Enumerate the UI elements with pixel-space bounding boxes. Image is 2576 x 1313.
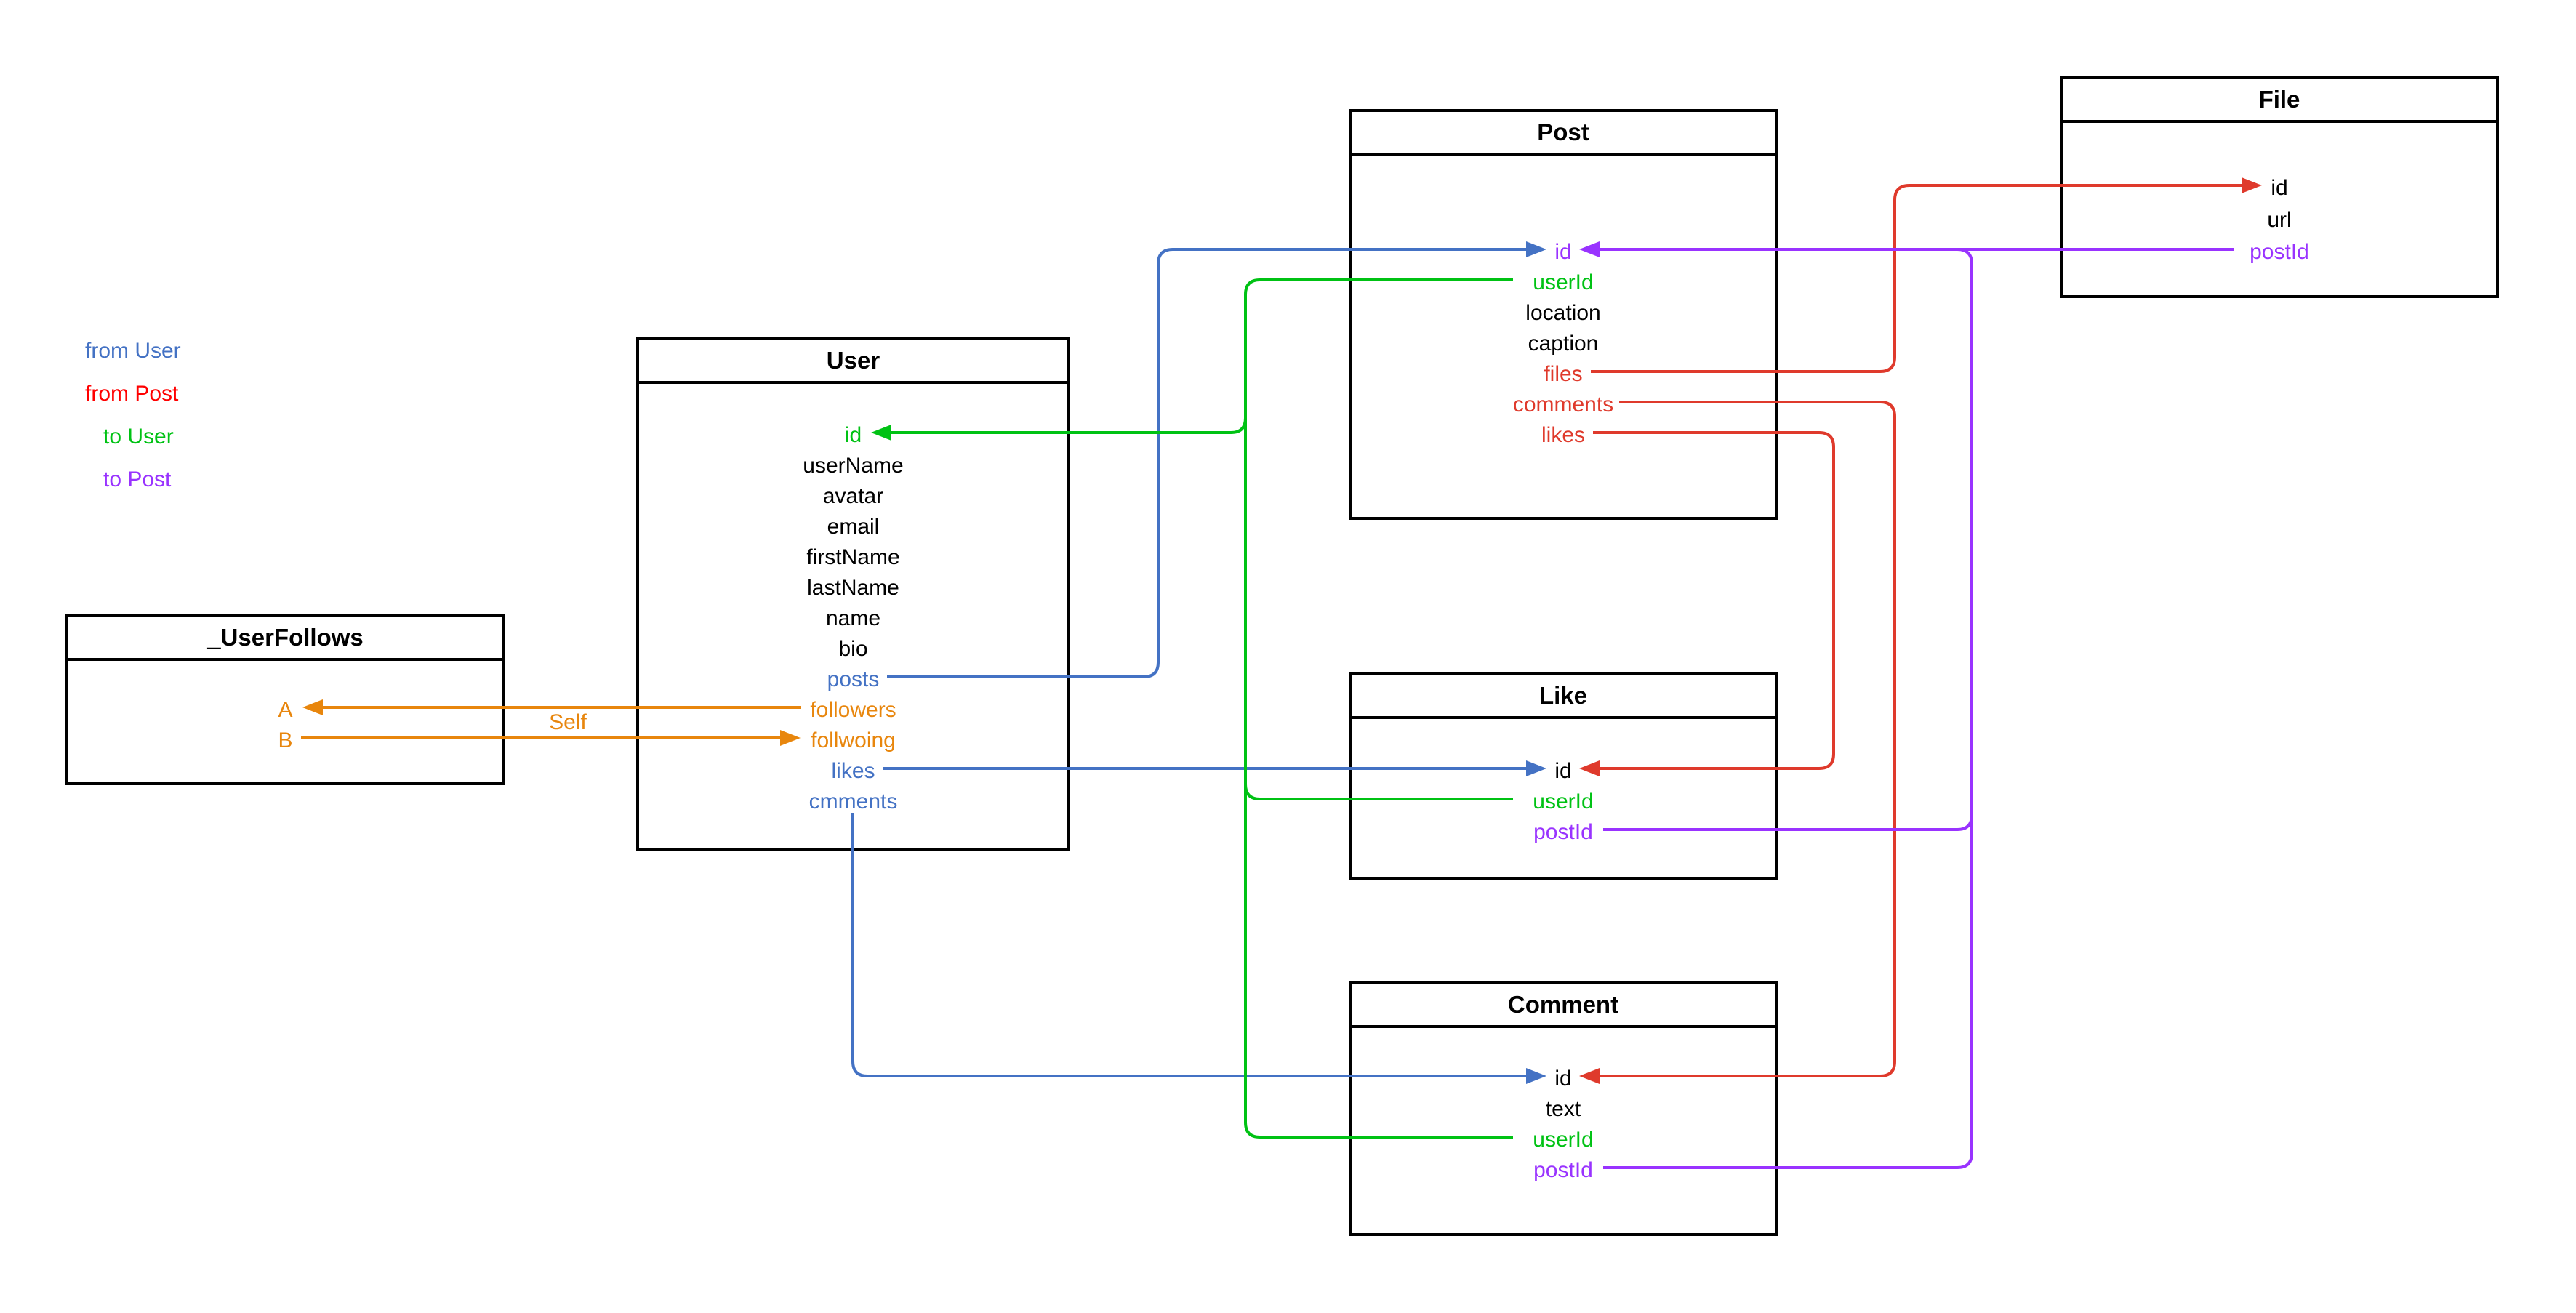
legend-from-user: from User (85, 339, 181, 363)
entity-userfollows[interactable]: _UserFollows A B (65, 614, 505, 785)
field-userfollows-b: B (278, 728, 293, 752)
field-post-likes: likes (1541, 423, 1585, 447)
field-post-location: location (1525, 301, 1601, 325)
entity-userfollows-title: _UserFollows (68, 617, 502, 661)
edge-label-self: Self (549, 710, 587, 734)
field-user-likes: likes (831, 759, 875, 783)
field-like-postid: postId (1533, 820, 1593, 844)
field-userfollows-a: A (278, 698, 293, 722)
field-comment-postid: postId (1533, 1158, 1593, 1182)
entity-like[interactable]: Like id userId postId (1349, 672, 1778, 880)
field-post-userid: userId (1533, 270, 1594, 294)
field-post-comments: comments (1512, 393, 1614, 417)
field-user-follwoing: follwoing (811, 728, 896, 752)
field-like-userid: userId (1533, 790, 1594, 814)
field-post-id: id (1554, 240, 1572, 264)
field-user-name: name (825, 606, 881, 630)
entity-post[interactable]: Post id userId location caption files co… (1349, 109, 1778, 520)
entity-file[interactable]: File id url postId (2060, 76, 2499, 298)
field-user-email: email (827, 515, 880, 539)
entity-user-title: User (639, 340, 1067, 384)
field-comment-text: text (1545, 1097, 1581, 1121)
legend-to-post: to Post (103, 467, 172, 491)
entity-comment[interactable]: Comment id text userId postId (1349, 981, 1778, 1236)
field-user-id: id (844, 423, 862, 447)
field-comment-id: id (1554, 1067, 1572, 1091)
field-comment-userid: userId (1533, 1128, 1594, 1152)
field-post-caption: caption (1528, 332, 1599, 356)
field-file-url: url (2267, 208, 2292, 232)
legend-to-user: to User (103, 425, 174, 449)
field-like-id: id (1554, 759, 1572, 783)
legend-from-post: from Post (85, 382, 179, 406)
field-user-bio: bio (838, 637, 868, 661)
field-post-files: files (1544, 362, 1583, 386)
field-user-username: userName (803, 454, 904, 478)
field-user-firstname: firstName (806, 545, 900, 569)
entity-comment-title: Comment (1352, 984, 1775, 1028)
entity-user[interactable]: User id userName avatar email firstName … (636, 337, 1070, 851)
field-user-avatar: avatar (822, 484, 884, 508)
field-user-cmments: cmments (808, 790, 898, 814)
entity-file-title: File (2063, 79, 2496, 123)
entity-post-title: Post (1352, 112, 1775, 156)
field-user-posts: posts (827, 667, 880, 691)
field-file-postid: postId (2250, 240, 2309, 264)
field-file-id: id (2271, 176, 2288, 200)
field-user-followers: followers (810, 698, 896, 722)
field-user-lastname: lastName (807, 576, 899, 600)
entity-like-title: Like (1352, 675, 1775, 719)
